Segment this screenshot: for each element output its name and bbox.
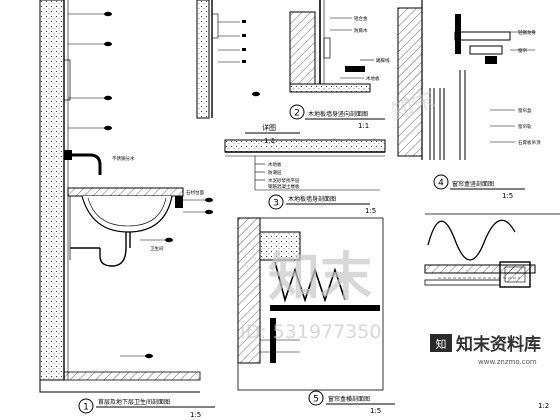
detail-5-title: 5 窗帘盒横剖面图 1:5 [308,390,395,415]
detail-2-title: 2 木地板墙身竖向剖面图 1:1 [289,104,385,130]
d4-label-1: 窗帘盒 [518,107,532,114]
d4-label-4: 轻钢龙骨 [518,29,536,36]
d2-label-2: 防腐木 [354,27,368,34]
detail-5-caption: 窗帘盒横剖面图 [328,395,370,403]
detail-5-scale: 1:5 [370,407,381,415]
d3-label-4: 钢筋混凝土楼板 [268,183,300,190]
detail-1-number: 1 [83,403,89,413]
d3-label-3: 水泥砂浆找平层 [268,177,300,184]
detail-3-drawing: 木地板 防潮层 水泥砂浆找平层 钢筋混凝土楼板 [224,139,386,191]
detail-2-caption: 木地板墙身竖向剖面图 [308,110,368,118]
detail-4-title: 4 窗帘盒竖剖面图 1:5 [433,174,525,200]
d2-label-4: 木地板 [366,75,380,82]
detail-1-caption: 首层及地下层卫生间剖面图 [98,398,170,406]
detail-5-drawing [237,217,384,391]
detail-1-drawing: 不锈钢分水 石材台面 卫生间 [39,0,213,393]
watermark-site-url: www.znzmo.com [478,358,537,366]
d3-label-1: 木地板 [268,161,282,168]
detail-4-scale: 1:5 [502,192,513,200]
detail-3-scale: 1:5 [365,207,376,215]
watermark-brand: 知末 [268,248,372,308]
enlarged-detail-drawing: 详图 1:1 [196,0,300,145]
d1-label-faucet: 不锈钢分水 [112,155,135,162]
watermark-logo-block: 知 知末资料库 www.znzmo.com [430,334,541,366]
detail-5-number: 5 [313,395,319,405]
detail-6-drawing: 1:2 [424,213,560,410]
detail-2-scale: 1:1 [358,122,369,130]
d3-label-2: 防潮层 [268,169,282,176]
detail-2-drawing: 铝合金 防腐木 踢脚线 木地板 [289,0,390,93]
d1-label-counter: 石材台面 [186,189,204,196]
d4-label-5: 窗帘 [518,47,527,54]
d4-label-2: 窗帘轨 [518,123,532,130]
d2-label-3: 踢脚线 [376,57,390,64]
detail-4-caption: 窗帘盒竖剖面图 [452,180,494,188]
watermark-logo-icon: 知 [436,337,447,351]
detail-6-scale: 1:2 [538,402,549,410]
enlarged-title: 详图 [262,123,276,132]
watermark-site-name: 知末资料库 [455,334,541,355]
detail-4-drawing: 窗帘盒 窗帘轨 石膏板吊顶 轻钢龙骨 窗帘 [397,0,541,160]
detail-2-number: 2 [294,109,300,119]
detail-1-scale: 1:5 [190,411,201,419]
detail-3-title: 3 木地板墙身剖面图 1:5 [268,194,376,215]
d4-label-3: 石膏板吊顶 [518,139,541,146]
d2-label-1: 铝合金 [354,15,368,22]
detail-3-number: 3 [273,199,279,209]
detail-4-number: 4 [438,179,444,189]
watermark-id: ID: 531977350 [240,321,381,343]
d1-label-room: 卫生间 [150,245,164,252]
detail-3-caption: 木地板墙身剖面图 [288,195,336,203]
detail-1-title: 1 首层及地下层卫生间剖面图 1:5 [78,398,215,419]
